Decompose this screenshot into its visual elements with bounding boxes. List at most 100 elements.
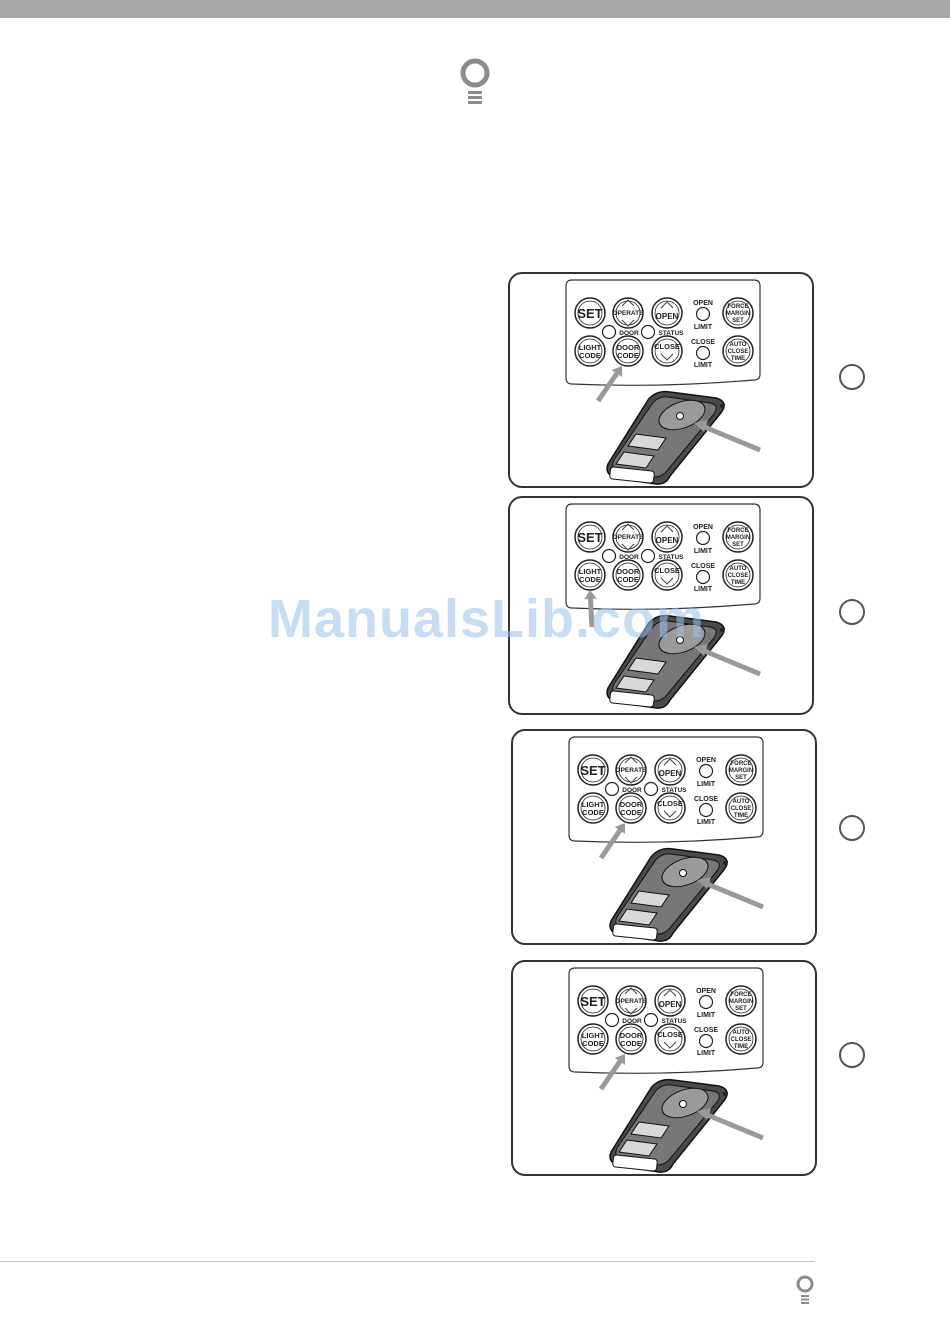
svg-text:TIME: TIME bbox=[731, 356, 745, 362]
svg-text:AUTO: AUTO bbox=[730, 342, 747, 348]
svg-text:CLOSE: CLOSE bbox=[654, 342, 680, 351]
open-limit-led: OPEN LIMIT bbox=[696, 988, 716, 1019]
operate-key: OPERATE bbox=[612, 297, 645, 329]
set-key: SET bbox=[574, 297, 606, 329]
svg-text:CLOSE: CLOSE bbox=[657, 799, 683, 808]
force-margin-set-key: FORCE MARGIN SET bbox=[722, 297, 754, 329]
close-limit-led: CLOSE LIMIT bbox=[694, 796, 718, 826]
svg-text:SET: SET bbox=[732, 542, 744, 548]
status-led: STATUS bbox=[640, 324, 684, 340]
set-key: SET bbox=[574, 521, 606, 553]
step-marker-1 bbox=[839, 364, 865, 390]
light-code-key: LIGHT CODE bbox=[577, 1023, 609, 1055]
svg-text:TIME: TIME bbox=[734, 1044, 748, 1050]
open-limit-led: OPEN LIMIT bbox=[693, 300, 713, 331]
svg-text:CLOSE: CLOSE bbox=[654, 566, 680, 575]
door-code-key: DOOR CODE bbox=[612, 559, 644, 591]
svg-text:MARGIN: MARGIN bbox=[726, 535, 750, 541]
remote-press-arrow bbox=[697, 877, 764, 910]
keypad-press-arrow bbox=[598, 823, 626, 860]
step-panel-1: SET OPERATE OPEN OPEN LIMIT FORCE MARGIN bbox=[508, 272, 814, 488]
auto-close-time-key: AUTO CLOSE TIME bbox=[725, 1023, 757, 1055]
svg-text:TIME: TIME bbox=[731, 580, 745, 586]
svg-text:LIGHT: LIGHT bbox=[582, 800, 605, 809]
open-key: OPEN bbox=[651, 521, 683, 553]
open-limit-led: OPEN LIMIT bbox=[696, 757, 716, 788]
svg-text:CLOSE: CLOSE bbox=[728, 349, 749, 355]
svg-text:FORCE: FORCE bbox=[728, 528, 749, 534]
status-led: STATUS bbox=[643, 1012, 687, 1028]
svg-text:SET: SET bbox=[577, 530, 602, 545]
svg-text:OPEN: OPEN bbox=[659, 769, 682, 778]
svg-text:CODE: CODE bbox=[617, 575, 639, 584]
close-limit-led: CLOSE LIMIT bbox=[691, 339, 715, 369]
svg-text:OPERATE: OPERATE bbox=[613, 310, 645, 317]
light-code-key: LIGHT CODE bbox=[577, 792, 609, 824]
open-key: OPEN bbox=[651, 297, 683, 329]
auto-close-time-key: AUTO CLOSE TIME bbox=[722, 559, 754, 591]
svg-text:CODE: CODE bbox=[579, 351, 601, 360]
close-key: CLOSE bbox=[651, 335, 683, 367]
keypad-remote-illustration: SET OPERATE OPEN OPEN LIMIT FORCE MARGIN bbox=[568, 967, 764, 1173]
svg-text:DOOR: DOOR bbox=[622, 1018, 642, 1025]
lightbulb-icon bbox=[794, 1275, 816, 1305]
svg-text:MARGIN: MARGIN bbox=[729, 768, 753, 774]
operate-key: OPERATE bbox=[612, 521, 644, 553]
status-led: STATUS bbox=[640, 548, 684, 564]
svg-text:DOOR: DOOR bbox=[619, 554, 639, 561]
lightbulb-icon bbox=[458, 58, 492, 106]
svg-text:DOOR: DOOR bbox=[617, 343, 640, 352]
svg-text:MARGIN: MARGIN bbox=[729, 999, 753, 1005]
svg-text:LIMIT: LIMIT bbox=[694, 586, 713, 593]
svg-text:CLOSE: CLOSE bbox=[691, 563, 715, 570]
keypad-press-arrow bbox=[598, 1054, 626, 1091]
svg-text:CLOSE: CLOSE bbox=[694, 796, 718, 803]
step-panel-4: SET OPERATE OPEN OPEN LIMIT FORCE MARGIN bbox=[511, 960, 817, 1176]
svg-text:SET: SET bbox=[732, 318, 744, 324]
close-limit-led: CLOSE LIMIT bbox=[694, 1027, 718, 1057]
svg-text:OPEN: OPEN bbox=[659, 1000, 682, 1009]
svg-text:LIMIT: LIMIT bbox=[697, 819, 716, 826]
door-code-key: DOOR CODE bbox=[615, 792, 647, 824]
close-key: CLOSE bbox=[651, 559, 683, 591]
svg-text:AUTO: AUTO bbox=[730, 566, 747, 572]
svg-text:LIMIT: LIMIT bbox=[694, 324, 713, 331]
svg-text:AUTO: AUTO bbox=[733, 799, 750, 805]
svg-text:AUTO: AUTO bbox=[733, 1030, 750, 1036]
close-key: CLOSE bbox=[654, 792, 686, 824]
status-led: STATUS bbox=[643, 781, 687, 797]
keypad-press-arrow bbox=[584, 590, 597, 628]
svg-text:CLOSE: CLOSE bbox=[694, 1027, 718, 1034]
svg-text:STATUS: STATUS bbox=[661, 787, 687, 794]
svg-text:OPEN: OPEN bbox=[696, 757, 716, 764]
door-code-key: DOOR CODE bbox=[612, 335, 644, 367]
svg-text:DOOR: DOOR bbox=[622, 787, 642, 794]
svg-text:OPEN: OPEN bbox=[693, 524, 713, 531]
door-led: DOOR bbox=[601, 548, 639, 564]
footer-rule bbox=[0, 1261, 815, 1262]
svg-text:CLOSE: CLOSE bbox=[728, 573, 749, 579]
set-key: SET bbox=[577, 985, 609, 1017]
svg-text:CODE: CODE bbox=[579, 575, 601, 584]
svg-text:STATUS: STATUS bbox=[658, 554, 684, 561]
svg-text:CODE: CODE bbox=[620, 808, 642, 817]
svg-text:DOOR: DOOR bbox=[620, 1031, 643, 1040]
svg-text:FORCE: FORCE bbox=[728, 304, 749, 310]
svg-text:OPERATE: OPERATE bbox=[616, 998, 648, 1005]
light-code-key: LIGHT CODE bbox=[574, 559, 606, 591]
keypad-remote-illustration: SET OPERATE OPEN OPEN LIMIT FORCE MARGIN bbox=[565, 279, 761, 485]
remote-press-arrow bbox=[697, 1108, 764, 1141]
auto-close-time-key: AUTO CLOSE TIME bbox=[725, 792, 757, 824]
svg-text:DOOR: DOOR bbox=[617, 567, 640, 576]
force-margin-set-key: FORCE MARGIN SET bbox=[725, 754, 757, 786]
svg-text:OPEN: OPEN bbox=[656, 536, 679, 545]
light-code-key: LIGHT CODE bbox=[574, 335, 606, 367]
svg-text:CODE: CODE bbox=[617, 351, 639, 360]
open-key: OPEN bbox=[654, 985, 686, 1017]
svg-text:DOOR: DOOR bbox=[619, 330, 639, 337]
svg-text:LIMIT: LIMIT bbox=[694, 548, 713, 555]
operate-key: OPERATE bbox=[615, 985, 648, 1017]
remote-press-arrow bbox=[694, 420, 761, 453]
svg-text:OPERATE: OPERATE bbox=[616, 767, 648, 774]
set-key: SET bbox=[577, 754, 609, 786]
